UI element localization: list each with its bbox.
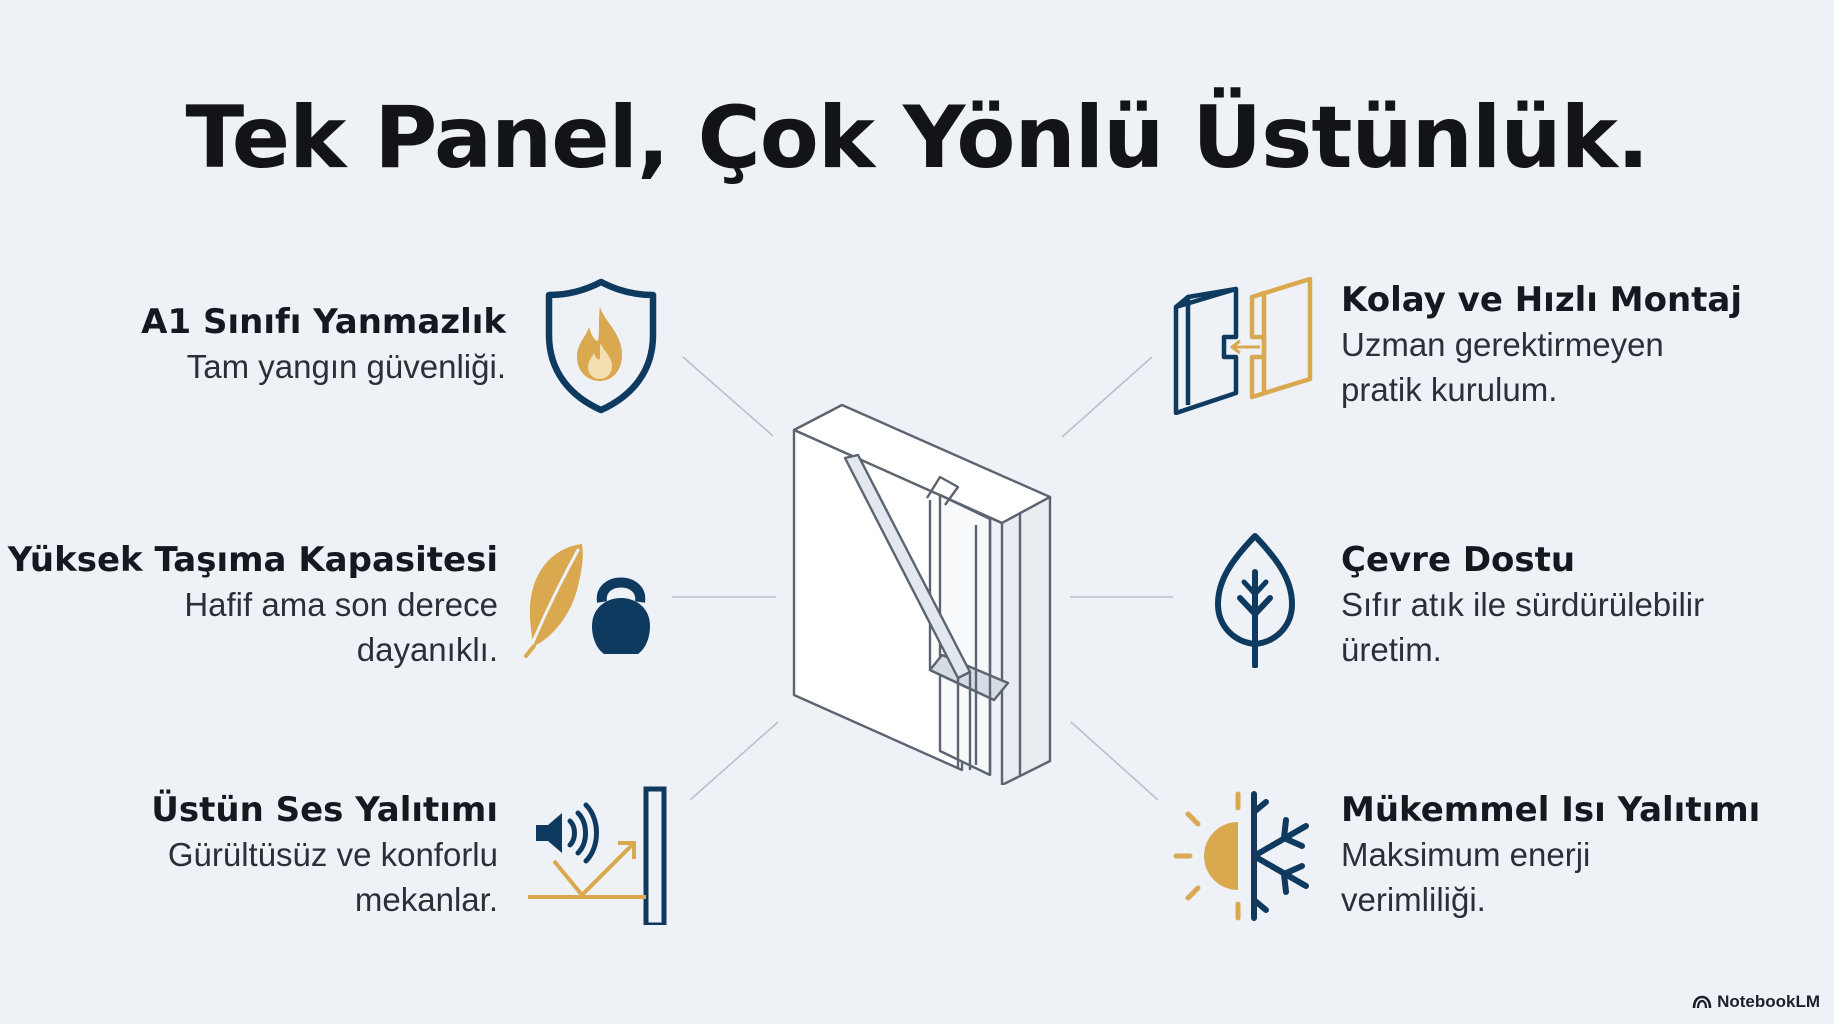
kettlebell-icon — [592, 577, 650, 654]
feature-sound: Üstün Ses Yalıtımı Gürültüsüz ve konforl… — [151, 788, 498, 922]
feature-fire-desc: Tam yangın güvenliği. — [186, 348, 506, 385]
feature-fire-title: A1 Sınıfı Yanmazlık — [141, 302, 506, 342]
feature-install-desc-2: pratik kurulum. — [1341, 371, 1558, 408]
feather-icon — [524, 544, 583, 658]
feature-thermal-desc-2: verimliliği. — [1341, 881, 1486, 918]
feature-install-title: Kolay ve Hızlı Montaj — [1341, 280, 1743, 320]
notebooklm-logo-icon — [1692, 995, 1712, 1009]
feature-sound-title: Üstün Ses Yalıtımı — [151, 790, 498, 830]
page-title: Tek Panel, Çok Yönlü Üstünlük. — [185, 88, 1650, 188]
feature-capacity-title: Yüksek Taşıma Kapasitesi — [7, 540, 498, 580]
feature-capacity-desc-1: Hafif ama son derece — [184, 586, 498, 623]
feature-thermal-desc-1: Maksimum enerji — [1341, 836, 1591, 873]
fire-shield-icon — [545, 278, 657, 414]
feature-install: Kolay ve Hızlı Montaj Uzman gerektirmeye… — [1341, 278, 1742, 412]
feature-install-desc-1: Uzman gerektirmeyen — [1341, 326, 1664, 363]
feature-fire: A1 Sınıfı Yanmazlık Tam yangın güvenliği… — [141, 300, 506, 389]
feature-thermal: Mükemmel Isı Yalıtımı Maksimum enerji ve… — [1341, 788, 1760, 922]
brand-watermark: NotebookLM — [1692, 992, 1820, 1012]
feature-thermal-title: Mükemmel Isı Yalıtımı — [1341, 790, 1761, 830]
feature-eco-title: Çevre Dostu — [1341, 540, 1576, 580]
panel-cross-section-illustration — [792, 403, 1052, 785]
feature-capacity-desc-2: dayanıklı. — [356, 631, 498, 668]
sound-wall-icon — [528, 786, 667, 925]
feature-eco: Çevre Dostu Sıfır atık ile sürdürülebili… — [1341, 538, 1704, 672]
feature-sound-desc-1: Gürültüsüz ve konforlu — [167, 836, 498, 873]
panel-joint-icon — [1173, 276, 1313, 415]
leaf-icon — [1215, 533, 1295, 668]
brand-label: NotebookLM — [1717, 992, 1820, 1011]
feature-capacity: Yüksek Taşıma Kapasitesi Hafif ama son d… — [8, 538, 498, 672]
feature-eco-desc-2: üretim. — [1341, 631, 1442, 668]
feature-sound-desc-2: mekanlar. — [354, 881, 498, 918]
feature-eco-desc-1: Sıfır atık ile sürdürülebilir — [1341, 586, 1705, 623]
sun-snowflake-icon — [1173, 791, 1309, 921]
